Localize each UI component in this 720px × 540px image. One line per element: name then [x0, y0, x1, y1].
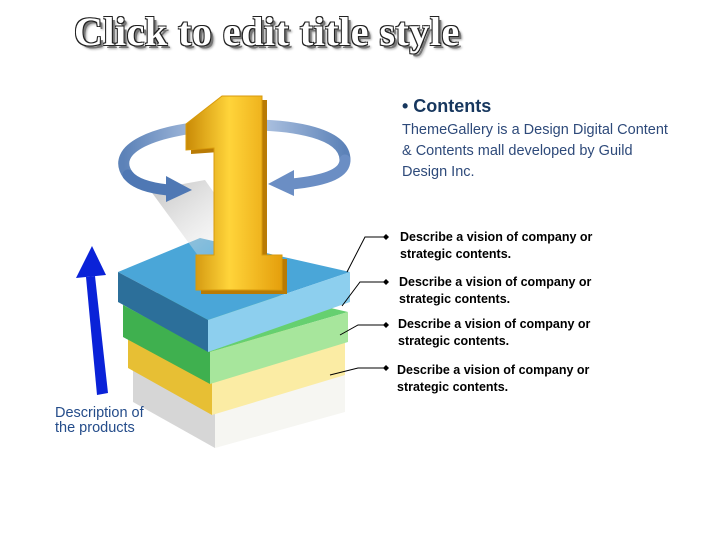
number-one-graphic [185, 95, 287, 294]
contents-body-text: ThemeGallery is a Design Digital Content… [402, 122, 668, 180]
callout-leaders [329, 236, 388, 376]
callout-text-1: Describe a vision of company or strategi… [400, 230, 593, 261]
arrowhead-left-icon [268, 170, 294, 196]
callout-text-4: Describe a vision of company or strategi… [397, 363, 590, 394]
contents-heading: • Contents [402, 96, 492, 116]
product-description-text: Description of the products [55, 405, 144, 436]
callout-text-3: Describe a vision of company or strategi… [398, 317, 591, 348]
callout-bullets [383, 234, 389, 371]
callout-text-2: Describe a vision of company or strategi… [399, 275, 592, 306]
rotate-arrow-right [286, 154, 351, 190]
rotate-arrow-left [122, 169, 174, 196]
product-description: Description of the products [55, 406, 165, 436]
up-arrow-icon [76, 246, 108, 395]
arrowhead-right-icon [166, 176, 192, 202]
slide-title[interactable]: Click to edit title style [74, 9, 460, 54]
